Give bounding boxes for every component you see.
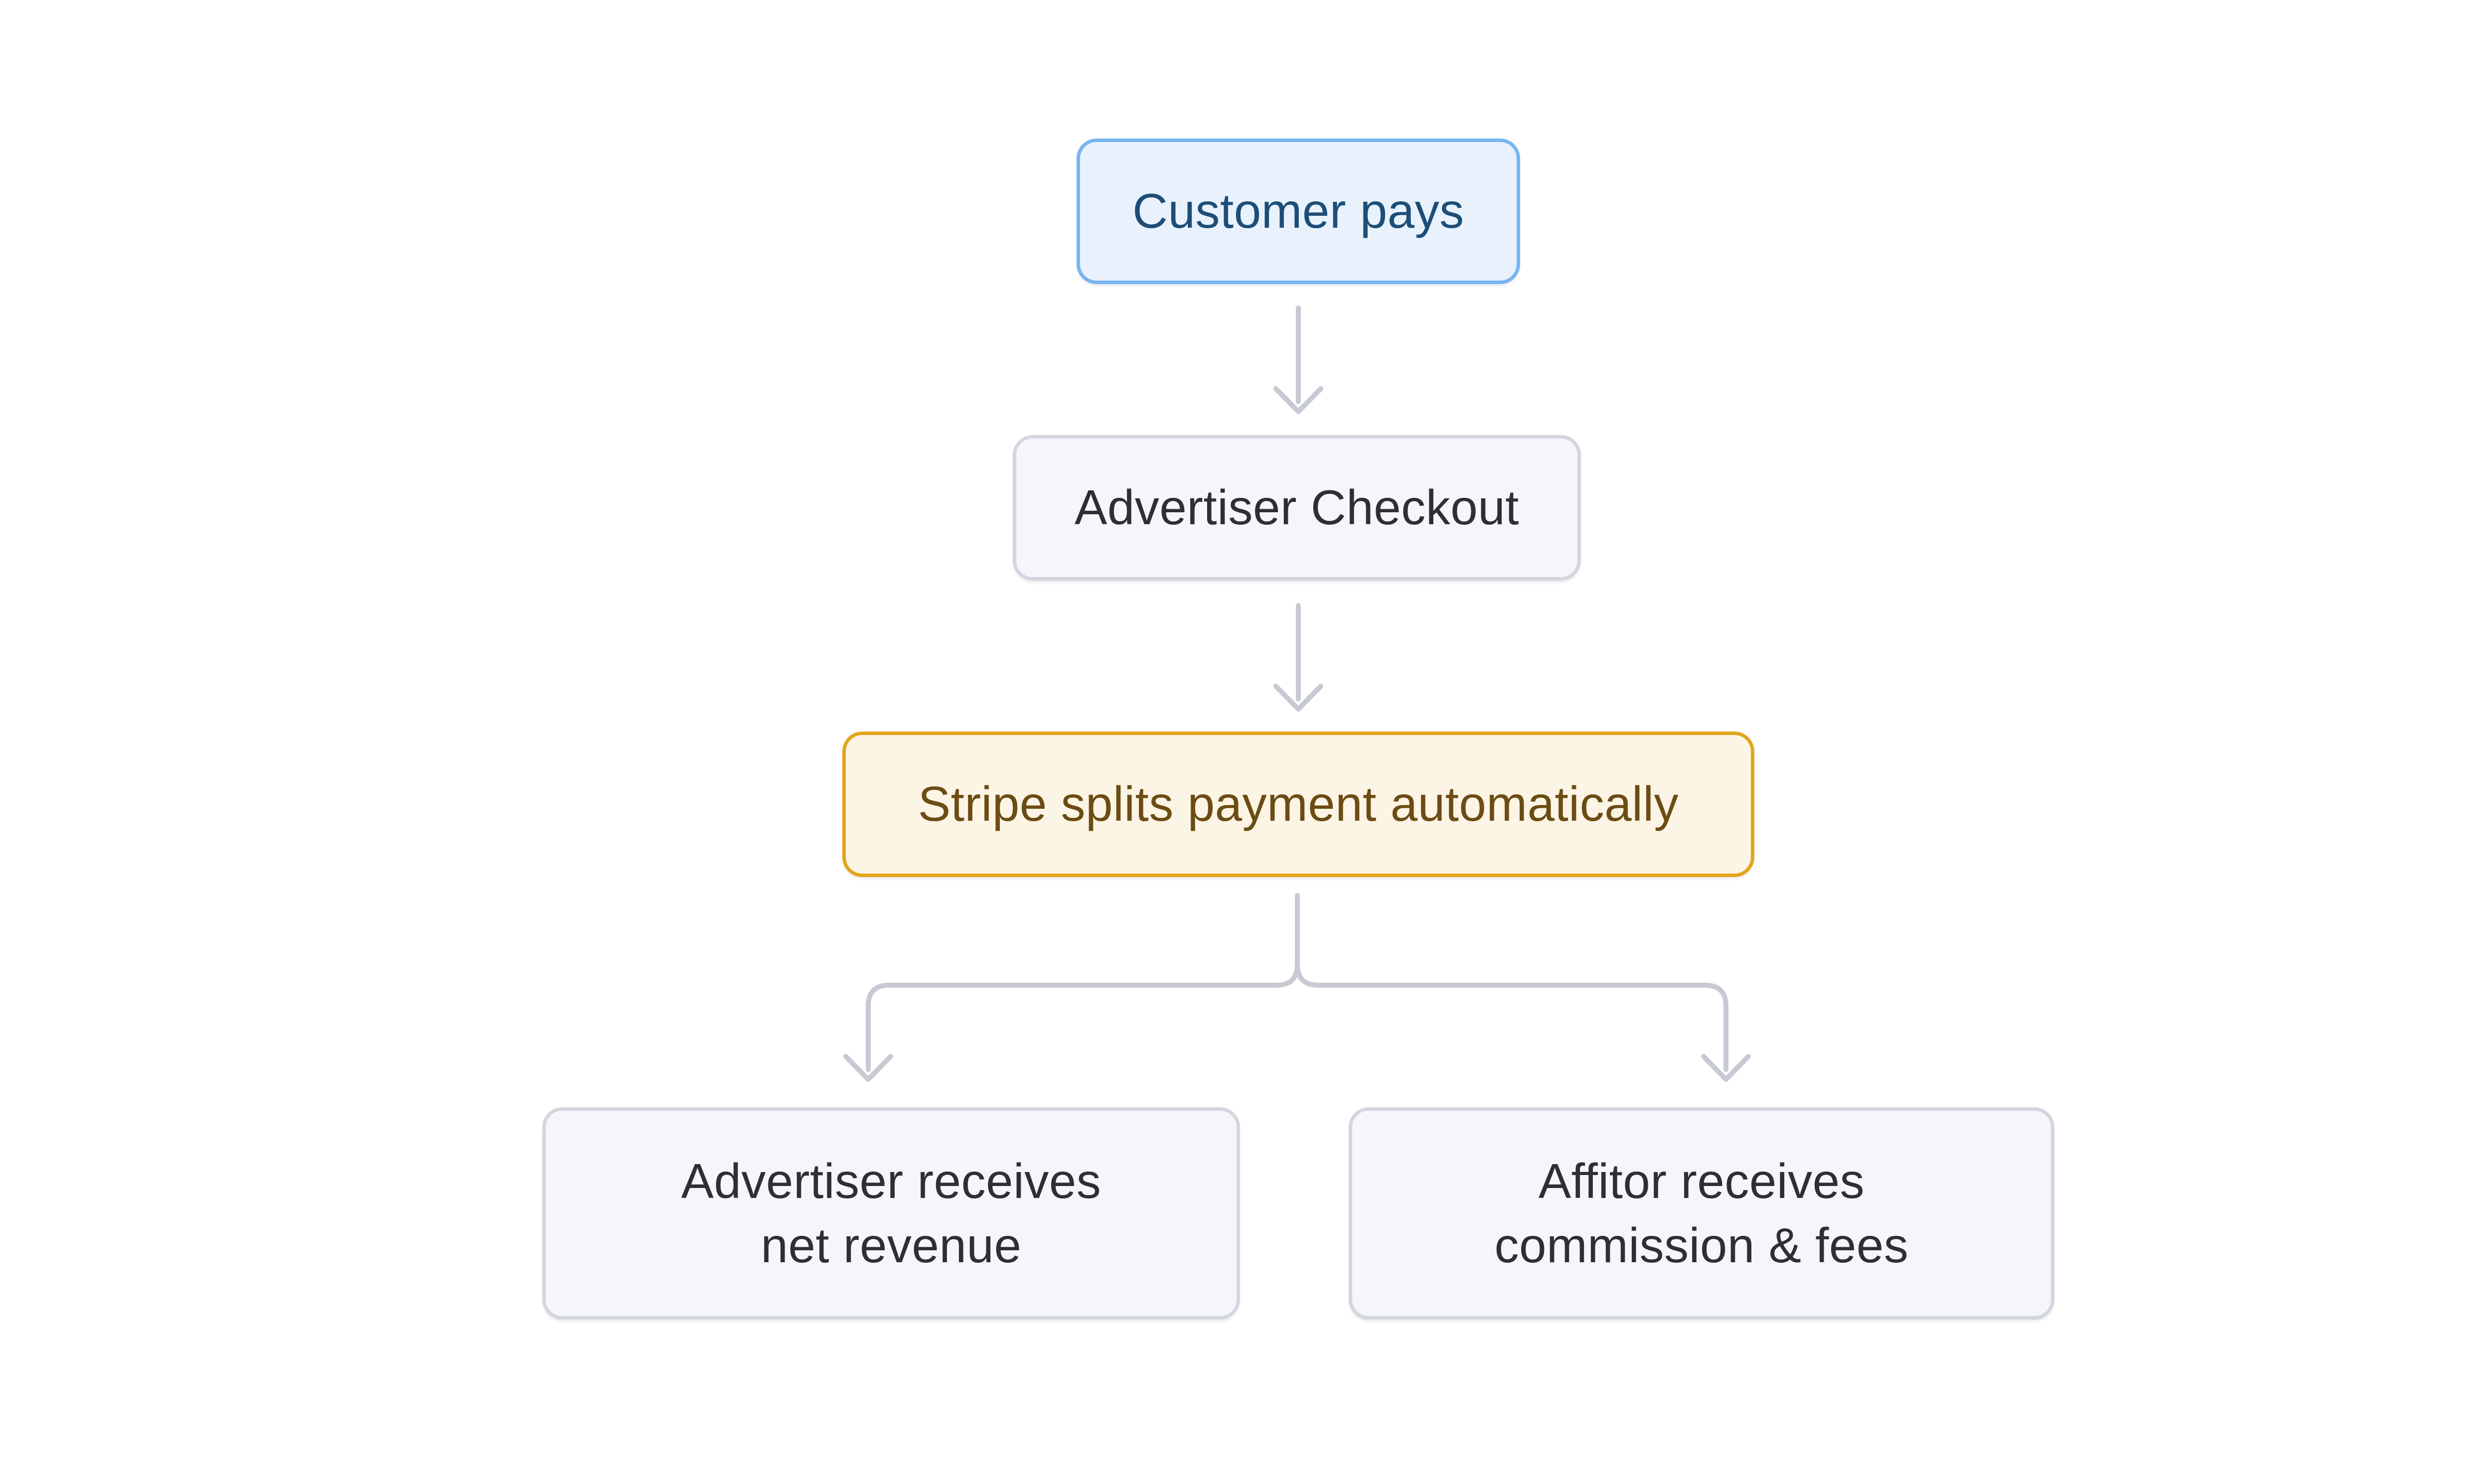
node-label: Advertiser Checkout	[1075, 480, 1519, 535]
node-customer-pays: Customer pays	[1077, 139, 1520, 284]
node-label-line-2: net revenue	[761, 1218, 1022, 1273]
node-affitor-commission-fees: Affitor receives commission & fees	[1349, 1107, 2054, 1320]
node-label-line-1: Advertiser receives	[681, 1153, 1101, 1208]
node-label-line-1: Affitor receives	[1538, 1153, 1865, 1208]
arrowhead-advertiser	[843, 1054, 893, 1082]
node-label-line-2: commission & fees	[1494, 1218, 1909, 1273]
node-label: Stripe splits payment automatically	[918, 776, 1679, 832]
node-advertiser-checkout: Advertiser Checkout	[1013, 435, 1581, 581]
node-advertiser-net-revenue: Advertiser receives net revenue	[542, 1107, 1240, 1320]
arrowhead-affitor	[1701, 1054, 1751, 1082]
edge-stripe-to-affitor	[1295, 893, 1728, 1072]
arrowhead-checkout	[1273, 386, 1323, 414]
arrowhead-stripe	[1273, 684, 1323, 712]
node-stripe-split: Stripe splits payment automatically	[842, 732, 1754, 877]
node-label: Customer pays	[1132, 183, 1464, 239]
edge-stripe-to-advertiser	[866, 893, 1300, 1072]
